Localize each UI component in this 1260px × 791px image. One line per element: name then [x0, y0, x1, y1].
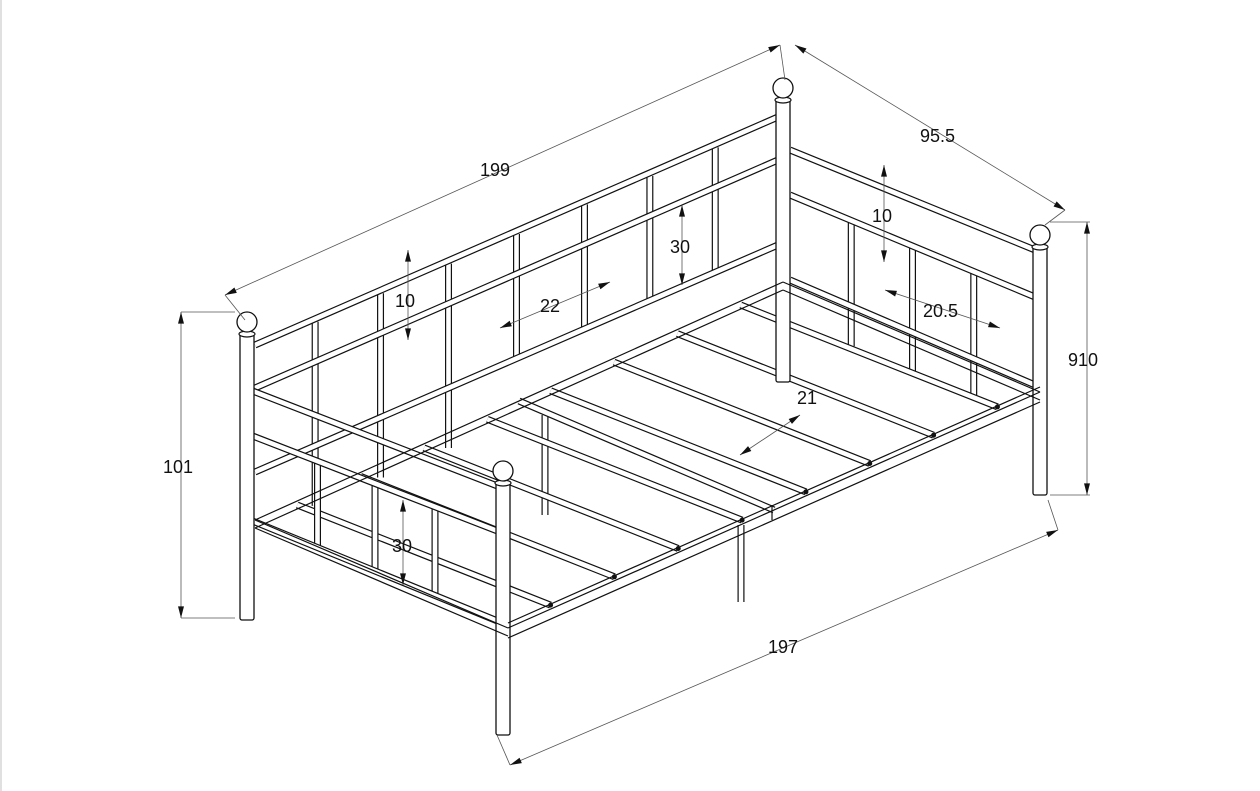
front-foot-post	[495, 482, 511, 736]
back-foot-post-finial	[236, 311, 258, 333]
arrowhead	[400, 573, 406, 585]
label-slat-spacing: 21	[797, 388, 817, 408]
frame-head	[782, 281, 1041, 393]
bed-frame-tubes	[236, 77, 1051, 736]
arrowhead	[500, 320, 512, 328]
label-back-length: 199	[480, 160, 510, 180]
arrowhead	[740, 446, 752, 455]
frame-back	[254, 281, 784, 521]
label-foot-panel-height: 30	[392, 536, 412, 556]
slat	[676, 331, 935, 438]
ext	[779, 44, 786, 81]
label-back-rail-gap: 10	[395, 291, 415, 311]
label-head-width: 95.5	[920, 126, 955, 146]
arrowhead	[178, 606, 184, 618]
arrowhead	[881, 250, 887, 262]
label-back-spindle-spacing: 22	[540, 296, 560, 316]
dim-back-spacing	[499, 281, 611, 329]
left-border	[0, 0, 2, 791]
arrowhead	[1046, 530, 1058, 538]
slat	[613, 360, 871, 466]
head-mid-rail	[789, 192, 1036, 300]
arrowhead	[225, 287, 237, 295]
arrowhead	[405, 328, 411, 340]
back-low-rail	[254, 242, 779, 475]
frame-foot	[254, 519, 509, 629]
frame-front	[507, 391, 1041, 629]
label-head-rail-gap: 10	[872, 206, 892, 226]
arrowhead	[679, 205, 685, 217]
arrowhead	[1084, 222, 1090, 234]
arrowhead	[1084, 483, 1090, 495]
ext	[224, 294, 246, 321]
label-head-height: 910	[1068, 350, 1098, 370]
arrowhead	[679, 273, 685, 285]
arrowhead	[788, 415, 800, 424]
dim-head-width	[794, 44, 1066, 211]
head-low-rail	[789, 277, 1036, 388]
head-top-rail	[789, 147, 1036, 253]
ext	[1044, 209, 1066, 226]
dimension-labels: 199 95.5 10 30 22 10 20.5 910 101 21 30 …	[163, 126, 1098, 657]
back-top-rail	[254, 114, 779, 348]
arrowhead	[795, 45, 807, 54]
ext	[496, 734, 511, 766]
arrowhead	[598, 282, 610, 290]
slat	[486, 417, 743, 523]
dim-slat-spacing	[739, 414, 801, 456]
foot-top-rail	[249, 387, 501, 490]
frame-foot	[254, 527, 509, 637]
slat	[549, 388, 807, 494]
label-back-panel-height: 30	[670, 237, 690, 257]
arrowhead	[885, 290, 897, 297]
frame-front	[507, 401, 1041, 639]
ext	[1047, 499, 1059, 531]
frame-back	[254, 289, 784, 529]
center-beam	[518, 398, 775, 513]
arrowhead	[768, 45, 780, 53]
arrowhead	[988, 321, 1000, 328]
front-head-post	[1032, 246, 1048, 496]
arrowhead	[405, 250, 411, 262]
frame-front	[507, 386, 1041, 624]
label-head-spindle-spacing: 20.5	[923, 301, 958, 321]
frame-head	[782, 289, 1041, 401]
dim-front-length	[509, 529, 1059, 766]
arrowhead	[400, 500, 406, 512]
back-mid-rail	[254, 157, 779, 391]
front-head-post-finial	[1029, 224, 1051, 246]
back-head-post	[775, 99, 791, 383]
label-front-length: 197	[768, 637, 798, 657]
slat	[423, 445, 680, 551]
dim-back-length	[224, 44, 781, 296]
front-foot-post-finial	[492, 460, 514, 482]
arrowhead	[178, 312, 184, 324]
bed-frame-details	[254, 281, 1041, 639]
arrowhead	[881, 165, 887, 177]
back-foot-post	[239, 333, 255, 621]
arrowhead	[1053, 201, 1065, 210]
back-head-post-finial	[772, 77, 794, 99]
dimension-lines	[178, 44, 1090, 766]
dim-head-spacing	[884, 289, 1001, 329]
foot-mid-rail	[249, 432, 501, 535]
label-foot-height: 101	[163, 457, 193, 477]
arrowhead	[510, 757, 522, 765]
